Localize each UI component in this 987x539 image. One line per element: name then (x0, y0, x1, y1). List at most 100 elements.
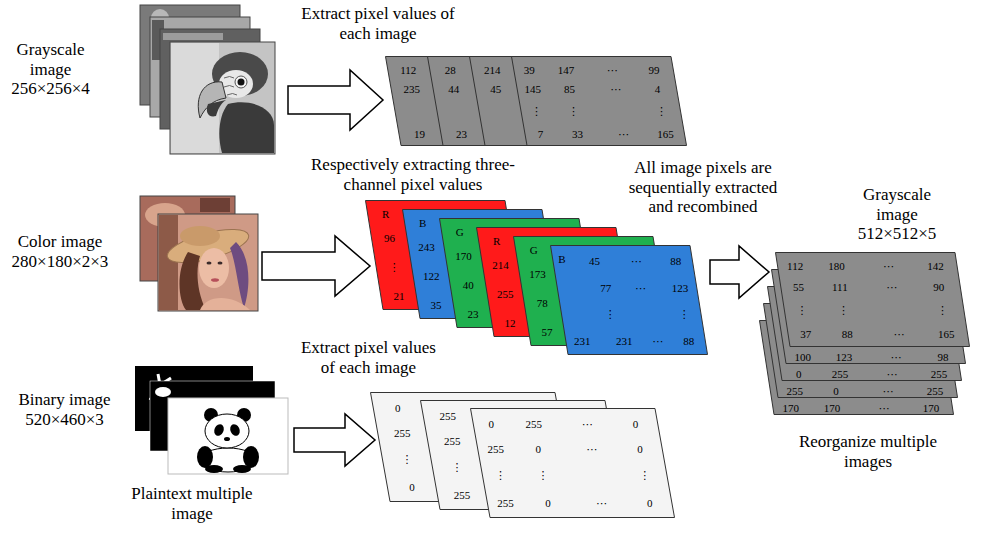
cell-value-box: R (493, 232, 500, 248)
cell-value-box: 255 (786, 382, 803, 398)
cell-value-box: ⋮ (452, 458, 463, 474)
cell-value-box: ⋮ (538, 466, 549, 482)
annotation-text: Color image 280×180×2×3 (5, 232, 115, 271)
pixel-value: ⋯ (607, 64, 618, 76)
pixel-value: 0 (545, 497, 551, 509)
parrot-eye-ring (235, 76, 247, 88)
label-box: Extract pixel values of each image (296, 338, 441, 377)
pixel-value: 99 (649, 64, 660, 76)
pixel-value: 37 (800, 328, 811, 340)
cell-value-box: 255 (526, 415, 543, 431)
pixel-value: 165 (938, 328, 955, 340)
pixel-value: 77 (600, 282, 611, 294)
portrait-photo (158, 214, 258, 311)
cell-value-box: 4 (655, 80, 661, 96)
cell-value-box: 111 (832, 278, 848, 294)
pixel-value: 90 (933, 281, 944, 293)
cell-value-box: 23 (467, 305, 478, 321)
pixel-value: 165 (657, 128, 674, 140)
cell-value-box: B (558, 250, 565, 266)
plane-shape (760, 321, 954, 415)
pixel-value: 145 (525, 83, 542, 95)
cell-value-box: 0 (395, 399, 401, 415)
cell-value-box: 255 (497, 494, 514, 510)
cell-value-box: ⋯ (883, 257, 894, 273)
pixel-value: B (419, 217, 426, 229)
block-arrow (288, 70, 383, 130)
cell-value-box: ⋯ (894, 325, 905, 341)
pixel-value: 45 (490, 83, 501, 95)
pixel-value: 255 (440, 410, 457, 422)
pixel-value: 255 (832, 368, 849, 380)
pixel-value: 88 (683, 335, 694, 347)
cell-value-box: 165 (657, 125, 674, 141)
cell-value-box: ⋮ (402, 450, 413, 466)
pixel-value: 0 (796, 368, 802, 380)
cell-value-box: ⋯ (610, 80, 621, 96)
photo-detail (163, 33, 223, 40)
pixel-plane: 39147⋯9914585⋯4⋮⋮⋮733⋯165 (511, 56, 687, 146)
pixel-value: 122 (423, 270, 440, 282)
cell-value-box: 35 (430, 296, 441, 312)
pixel-value: ⋯ (610, 83, 621, 95)
label-box: Grayscale image 256×256×4 (3, 40, 98, 99)
cell-value-box: 170 (455, 247, 472, 263)
cell-value-box: 98 (938, 348, 949, 364)
pixel-value: 39 (524, 64, 535, 76)
pixel-value: 255 (931, 368, 948, 380)
cell-value-box: 33 (572, 125, 583, 141)
cell-value-box: 12 (504, 314, 515, 330)
cell-value-box: 85 (564, 80, 575, 96)
pixel-value: 214 (492, 259, 509, 271)
hat-feather (230, 242, 248, 308)
panda-arm (197, 446, 213, 468)
cell-value-box: ⋯ (891, 348, 902, 364)
cell-value-box: 0 (489, 415, 495, 431)
cell-value-box: 28 (445, 61, 456, 77)
parrot-photo (170, 42, 275, 154)
cell-value-box: ⋮ (639, 466, 650, 482)
annotation-text: Binary image 520×460×3 (2, 390, 127, 429)
cell-value-box: 170 (923, 399, 940, 415)
pixel-value: 255 (487, 443, 504, 455)
pixel-value: 255 (786, 385, 803, 397)
cell-value-box: ⋯ (652, 332, 663, 348)
panda-leg (233, 465, 251, 473)
cell-value-box: 88 (670, 252, 681, 268)
cell-value-box: 122 (423, 267, 440, 283)
label-box: All image pixels are sequentially extrac… (623, 158, 783, 217)
pixel-plane: 0255⋯02550⋯0⋮⋮⋮2550⋯0 (470, 408, 675, 518)
cell-value-box: 255 (444, 432, 461, 448)
plane-shape (471, 409, 675, 518)
cell-value-box: 88 (842, 325, 853, 341)
pixel-value: 12 (504, 317, 515, 329)
pixel-value: ⋯ (891, 351, 902, 363)
cell-value-box: 0 (536, 440, 542, 456)
cell-value-box: ⋯ (618, 125, 629, 141)
cell-value-box: G (456, 223, 464, 239)
cell-value-box: ⋯ (631, 252, 642, 268)
cell-value-box: 0 (796, 365, 802, 381)
annotation-text: Plaintext multiple image (127, 484, 257, 523)
plane-shape (776, 253, 970, 347)
cell-value-box: 90 (933, 278, 944, 294)
pixel-value: 255 (927, 385, 944, 397)
cell-value-box: 255 (394, 424, 411, 440)
label-box: Respectively extracting three-channel pi… (298, 155, 528, 194)
pixel-value: 0 (637, 443, 643, 455)
cell-value-box: ⋮ (656, 102, 667, 118)
pixel-value: ⋯ (582, 418, 593, 430)
pixel-value: 255 (454, 489, 471, 501)
cell-value-box: 0 (833, 382, 839, 398)
shoulder (200, 298, 250, 310)
annotation-text: Grayscale image 256×256×4 (3, 40, 98, 99)
pixel-value: ⋯ (596, 497, 607, 509)
pixel-value: ⋯ (883, 385, 894, 397)
cell-value-box: B (419, 214, 426, 230)
cell-value-box: 0 (409, 478, 415, 494)
pixel-value: ⋮ (639, 469, 650, 481)
pixel-value: ⋯ (652, 335, 663, 347)
cell-value-box: ⋮ (797, 301, 808, 317)
cell-value-box: 255 (454, 486, 471, 502)
